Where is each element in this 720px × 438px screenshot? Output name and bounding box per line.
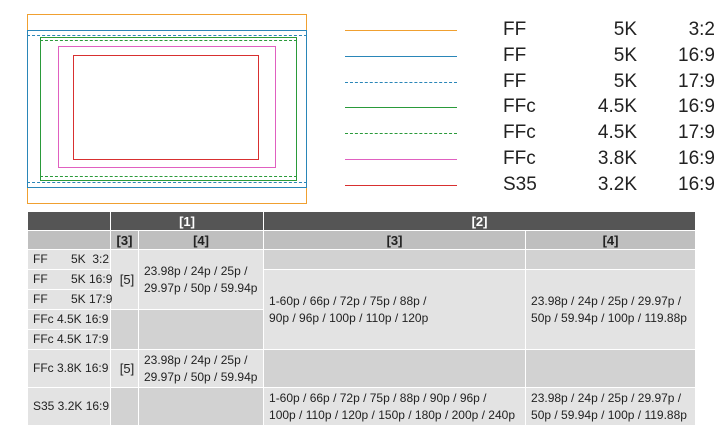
frame-ffc-4-5k-17-9 <box>40 40 297 177</box>
row-format-label: S35 3.2K 16:9 <box>27 387 111 426</box>
rate-line: 1-60p / 66p / 72p / 75p / 88p / <box>269 293 427 308</box>
rate-line: 23.98p / 24p / 25p / <box>144 263 248 278</box>
rate-line: 90p / 96p / 100p / 110p / 120p <box>269 310 429 325</box>
legend-line-swatch <box>345 133 457 135</box>
empty-cell <box>137 309 265 350</box>
legend-aspect: 16:9 <box>678 96 715 118</box>
legend-format: FF <box>503 19 527 40</box>
frame-ffc-3-8k-16-9 <box>58 46 276 168</box>
legend-line-swatch <box>345 30 457 31</box>
empty-cell <box>525 349 697 388</box>
legend-line-swatch <box>345 55 457 57</box>
legend-aspect: 17:9 <box>678 70 715 92</box>
legend-resolution: 3.2K <box>597 173 637 195</box>
legend-aspect: 16:9 <box>678 147 715 169</box>
legend-item: FFc 4.5K 16:9 <box>345 95 715 121</box>
legend-resolution: 3.8K <box>597 147 637 169</box>
header-blank-2 <box>27 230 111 250</box>
rate-line: 50p / 59.94p / 100p / 119.88p <box>531 407 687 422</box>
frame-rates-cell: 1-60p / 66p / 72p / 75p / 88p / 90p / 96… <box>263 269 527 350</box>
legend-item: FF 5K 17:9 <box>345 70 715 96</box>
rate-line: 29.97p / 50p / 59.94p <box>144 280 258 295</box>
table-row: FF 5K 3:2 [5] 23.98p / 24p / 25p / 29.97… <box>27 249 697 310</box>
empty-cell <box>110 387 139 426</box>
legend-resolution: 5K <box>613 19 637 40</box>
rate-line: 23.98p / 24p / 25p / 29.97p / <box>531 390 682 405</box>
row-format-label: FF 5K 3:2 <box>27 249 111 270</box>
legend-item: FF 5K 16:9 <box>345 44 715 70</box>
marker-5: [5] <box>110 249 139 310</box>
legend-format: FF <box>503 44 527 66</box>
legend-resolution: 4.5K <box>597 96 637 118</box>
legend-aspect: 17:9 <box>678 122 715 144</box>
rate-line: 1-60p / 66p / 72p / 75p / 88p / 90p / 96… <box>269 390 487 405</box>
table-row: FFc 3.8K 16:9 [5] 23.98p / 24p / 25p / 2… <box>27 349 697 388</box>
row-format-label: FF 5K 16:9 <box>27 269 112 290</box>
rate-line: 50p / 59.94p / 100p / 119.88p <box>531 310 687 325</box>
legend-format: FFc <box>503 122 536 144</box>
empty-cell <box>263 249 527 270</box>
legend-line-swatch <box>345 158 457 160</box>
rate-line: 23.98p / 24p / 25p / 29.97p / <box>531 293 682 308</box>
table-row: FFc 4.5K 16:9 <box>27 309 696 350</box>
legend-format: FF <box>503 70 527 92</box>
header-col-1-sub-4: [4] <box>137 230 265 250</box>
rate-line: 100p / 110p / 120p / 150p / 180p / 200p … <box>269 407 516 422</box>
table-row: FF 5K 17:9 <box>27 289 696 310</box>
table-row: S35 3.2K 16:9 1-60p / 66p / 72p / 75p / … <box>27 387 697 426</box>
legend-item: FFc 4.5K 17:9 <box>345 121 715 147</box>
legend-aspect: 16:9 <box>678 44 715 66</box>
frame-ff-5k-17-9 <box>27 35 307 183</box>
frame-s35-3-2k-16-9 <box>73 55 259 160</box>
frame-rates-cell: 1-60p / 66p / 72p / 75p / 88p / 90p / 96… <box>263 387 527 426</box>
legend-format: FFc <box>503 147 536 169</box>
legend-aspect: 16:9 <box>678 173 715 195</box>
legend-resolution: 4.5K <box>597 122 637 144</box>
rate-line: 29.97p / 50p / 59.94p <box>144 369 258 384</box>
marker-5: [5] <box>110 349 139 388</box>
legend-line-swatch <box>345 184 457 186</box>
row-format-label: FFc 4.5K 17:9 <box>27 329 111 350</box>
row-format-label: FF 5K 17:9 <box>27 289 112 310</box>
legend-line-swatch <box>345 81 457 83</box>
legend-item: S35 3.2K 16:9 <box>345 173 715 199</box>
legend-format: S35 <box>503 173 537 195</box>
header-col-2-sub-4: [4] <box>525 230 697 250</box>
empty-cell <box>110 309 139 350</box>
legend-resolution: 5K <box>613 70 637 92</box>
frame-rates-cell: 23.98p / 24p / 25p / 29.97p / 50p / 59.9… <box>137 249 265 310</box>
empty-cell <box>137 387 265 426</box>
frame-diagram <box>0 0 320 210</box>
frame-rates-cell: 23.98p / 24p / 25p / 29.97p / 50p / 59.9… <box>525 387 697 426</box>
rate-line: 23.98p / 24p / 25p / <box>144 352 248 367</box>
header-col-1-sub-3: [3] <box>110 230 139 250</box>
frame-rates-cell: 23.98p / 24p / 25p / 29.97p / 50p / 59.9… <box>137 349 265 388</box>
table-row: FF 5K 16:9 1-60p / 66p / 72p / 75p / 88p… <box>27 269 697 350</box>
legend-item: FFc 3.8K 16:9 <box>345 147 715 173</box>
header-blank <box>27 211 111 231</box>
legend-aspect: 3:2 <box>688 19 715 40</box>
legend-format: FFc <box>503 96 536 118</box>
row-format-label: FFc 4.5K 16:9 <box>27 309 111 330</box>
header-row-2: [3] [4] [3] [4] <box>27 230 697 250</box>
header-row-1: [1] [2] <box>27 211 697 231</box>
empty-cell <box>525 249 697 270</box>
header-col-2: [2] <box>263 211 697 231</box>
frame-rate-table: [1] [2] [3] [4] [3] [4] FF 5K 3:2 [5] 23… <box>27 211 697 426</box>
legend-resolution: 5K <box>613 44 637 66</box>
frame-rates-cell: 23.98p / 24p / 25p / 29.97p / 50p / 59.9… <box>525 269 697 350</box>
header-col-2-sub-3: [3] <box>263 230 527 250</box>
header-col-1: [1] <box>109 211 265 231</box>
empty-cell <box>263 349 527 388</box>
legend-line-swatch <box>345 107 457 109</box>
row-format-label: FFc 3.8K 16:9 <box>27 349 111 388</box>
legend-item: FF 5K 3:2 <box>345 18 715 44</box>
